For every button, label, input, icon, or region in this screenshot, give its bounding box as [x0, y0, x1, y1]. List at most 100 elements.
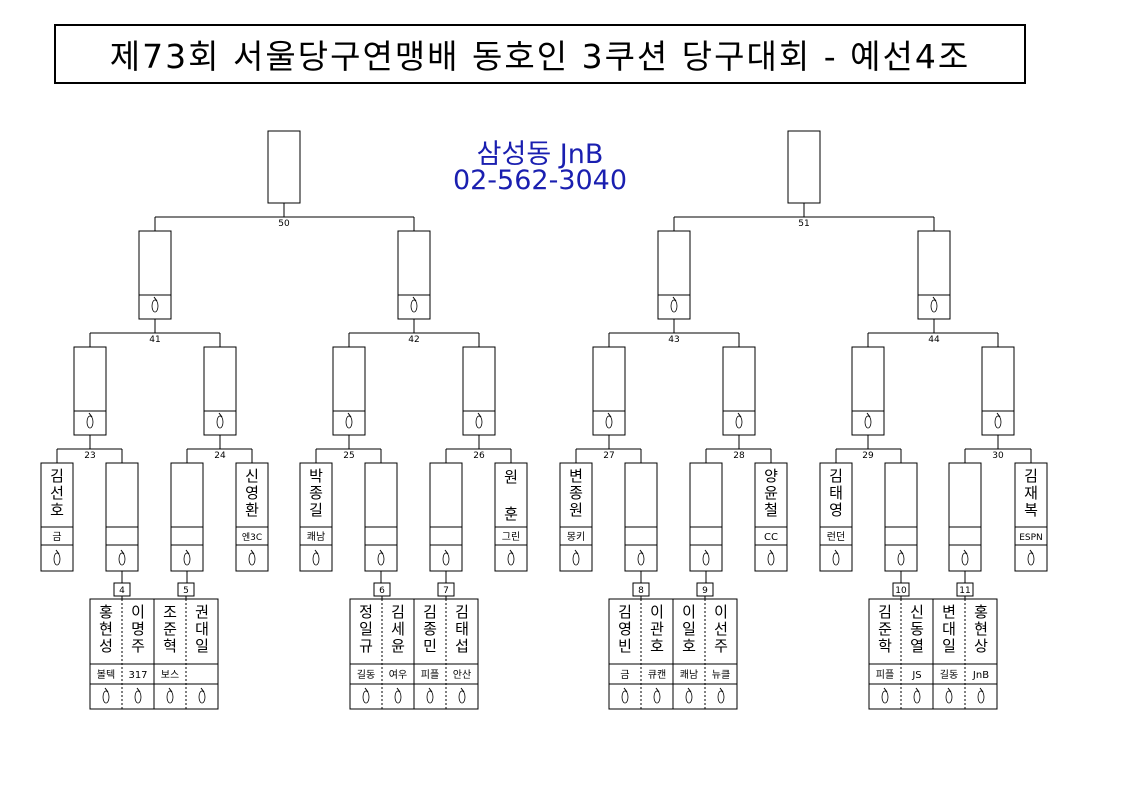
score-zero-mark	[605, 415, 613, 429]
svg-text:이: 이	[650, 603, 664, 621]
player-club: 길동	[357, 668, 375, 681]
match-number-box	[113, 582, 131, 597]
seed-player-name: 양윤철	[764, 467, 778, 519]
svg-text:김: 김	[1024, 467, 1038, 485]
score-zero-mark	[961, 552, 969, 566]
prelim-winner-box	[364, 462, 398, 572]
seed-player-club: 금	[52, 531, 61, 543]
score-zero-mark	[897, 552, 905, 566]
prelim-winner-box	[105, 462, 139, 572]
svg-text:환: 환	[245, 501, 259, 519]
player-club: 큐캔	[648, 669, 666, 681]
seed-player-club: ESPN	[1019, 533, 1043, 543]
score-mark-tick	[153, 296, 158, 302]
score-mark-tick	[379, 549, 384, 555]
svg-text:윤: 윤	[391, 637, 405, 655]
seed-player-name: 변종원	[569, 467, 583, 519]
score-zero-mark	[572, 552, 580, 566]
svg-text:김: 김	[391, 603, 405, 621]
score-mark-tick	[185, 549, 190, 555]
svg-text:대: 대	[942, 620, 956, 638]
svg-text:김: 김	[423, 603, 437, 621]
player-club: 길동	[940, 668, 958, 681]
score-mark-tick	[444, 549, 449, 555]
player-name: 변대일	[942, 603, 956, 655]
score-zero-mark	[410, 299, 418, 313]
prelim-winner-box	[948, 462, 982, 572]
quarter-box	[592, 346, 626, 436]
score-zero-mark	[717, 690, 725, 704]
svg-text:영: 영	[618, 620, 632, 638]
player-club: 여우	[389, 669, 407, 681]
svg-text:준: 준	[163, 620, 177, 638]
venue-phone: 02-562-3040	[452, 165, 628, 196]
player-name: 김세윤	[391, 603, 405, 655]
svg-text:태: 태	[455, 620, 469, 638]
player-name: 김준학	[878, 603, 892, 655]
score-mark-tick	[428, 687, 433, 693]
player-club: 317	[128, 670, 147, 681]
player-name: 조준혁	[163, 603, 177, 655]
svg-text:김: 김	[455, 603, 469, 621]
quarter-box	[73, 346, 107, 436]
svg-text:훈: 훈	[504, 505, 518, 523]
match-number-box	[177, 582, 195, 597]
svg-text:김: 김	[50, 467, 64, 485]
score-mark-tick	[719, 687, 724, 693]
player-club: 쾌남	[680, 669, 698, 681]
score-zero-mark	[881, 690, 889, 704]
svg-text:태: 태	[829, 484, 843, 502]
score-mark-tick	[834, 549, 839, 555]
match-number: 29	[862, 451, 874, 461]
score-zero-mark	[248, 552, 256, 566]
svg-text:일: 일	[359, 620, 373, 638]
match-number: 24	[214, 451, 226, 461]
match-number-box	[956, 582, 974, 597]
match-number: 6	[379, 586, 385, 596]
score-mark-tick	[168, 687, 173, 693]
match-number: 9	[702, 586, 708, 596]
score-zero-mark	[832, 552, 840, 566]
prelim-winner-box	[624, 462, 658, 572]
score-mark-tick	[364, 687, 369, 693]
quarter-box	[981, 346, 1015, 436]
svg-text:일: 일	[195, 637, 209, 655]
match-number-box	[373, 582, 391, 597]
svg-text:명: 명	[131, 620, 145, 638]
match-number-box	[696, 582, 714, 597]
score-zero-mark	[1027, 552, 1035, 566]
svg-text:일: 일	[942, 637, 956, 655]
score-zero-mark	[913, 690, 921, 704]
semi-box	[657, 230, 691, 320]
score-zero-mark	[183, 552, 191, 566]
semi-box	[397, 230, 431, 320]
player-name: 이명주	[131, 603, 145, 655]
match-number: 7	[443, 586, 449, 596]
score-mark-tick	[623, 687, 628, 693]
score-zero-mark	[670, 299, 678, 313]
svg-text:종: 종	[309, 484, 323, 502]
svg-text:이: 이	[131, 603, 145, 621]
svg-text:일: 일	[682, 620, 696, 638]
quarter-box	[203, 346, 237, 436]
svg-text:주: 주	[131, 637, 145, 655]
semi-box	[138, 230, 172, 320]
player-name: 이관호	[650, 603, 664, 655]
match-number: 28	[733, 451, 745, 461]
score-zero-mark	[102, 690, 110, 704]
score-zero-mark	[166, 690, 174, 704]
score-zero-mark	[394, 690, 402, 704]
score-mark-tick	[477, 412, 482, 418]
svg-text:준: 준	[878, 620, 892, 638]
seed-player-name: 박종길	[309, 467, 323, 519]
player-club: 볼텍	[97, 669, 115, 681]
score-zero-mark	[945, 690, 953, 704]
svg-text:신: 신	[910, 603, 924, 621]
venue-name: 삼성동 JnB	[476, 139, 604, 170]
svg-text:종: 종	[423, 620, 437, 638]
quarter-box	[332, 346, 366, 436]
match-number: 41	[149, 335, 160, 345]
score-zero-mark	[977, 690, 985, 704]
seed-player-name: 훈	[504, 505, 518, 523]
